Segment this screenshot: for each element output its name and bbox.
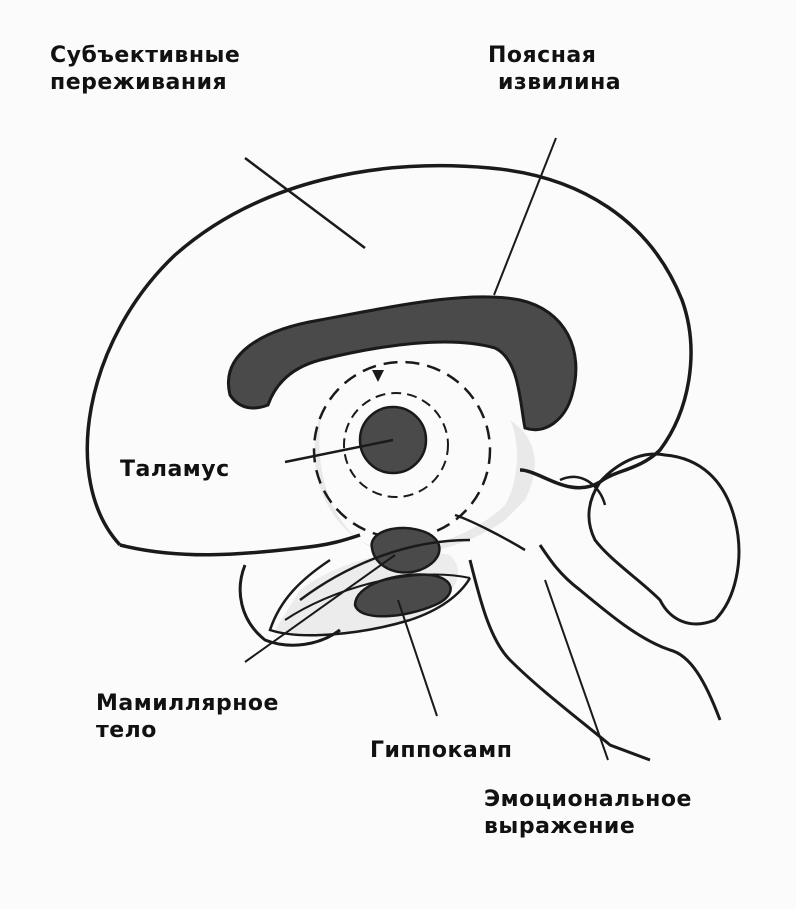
pointer-cingulate xyxy=(494,138,556,295)
label-line: Таламус xyxy=(120,456,230,483)
label-line: Эмоциональное xyxy=(484,786,692,813)
mammillary-structure xyxy=(372,528,440,572)
brainstem-right xyxy=(540,545,720,720)
label-mammillary-body: Мамиллярное тело xyxy=(96,690,279,744)
label-line: Субъективные xyxy=(50,42,240,69)
hemisphere-outline xyxy=(87,166,691,545)
label-emotional-expression: Эмоциональное выражение xyxy=(484,786,692,840)
pointer-subjective xyxy=(245,158,365,248)
label-hippocampus: Гиппокамп xyxy=(370,737,512,764)
brainstem-left xyxy=(470,560,650,760)
cerebellum-outline xyxy=(589,454,739,624)
label-line: Гиппокамп xyxy=(370,737,512,764)
hemisphere-base xyxy=(120,535,360,555)
label-thalamus: Таламус xyxy=(120,456,230,483)
label-line: Поясная xyxy=(488,42,621,69)
label-line: извилина xyxy=(498,69,621,96)
arrow-marker xyxy=(372,370,384,382)
label-cingulate-gyrus: Поясная извилина xyxy=(488,42,621,96)
label-line: тело xyxy=(96,717,279,744)
label-line: Мамиллярное xyxy=(96,690,279,717)
label-line: переживания xyxy=(50,69,240,96)
label-subjective-experience: Субъективные переживания xyxy=(50,42,240,96)
label-line: выражение xyxy=(484,813,692,840)
